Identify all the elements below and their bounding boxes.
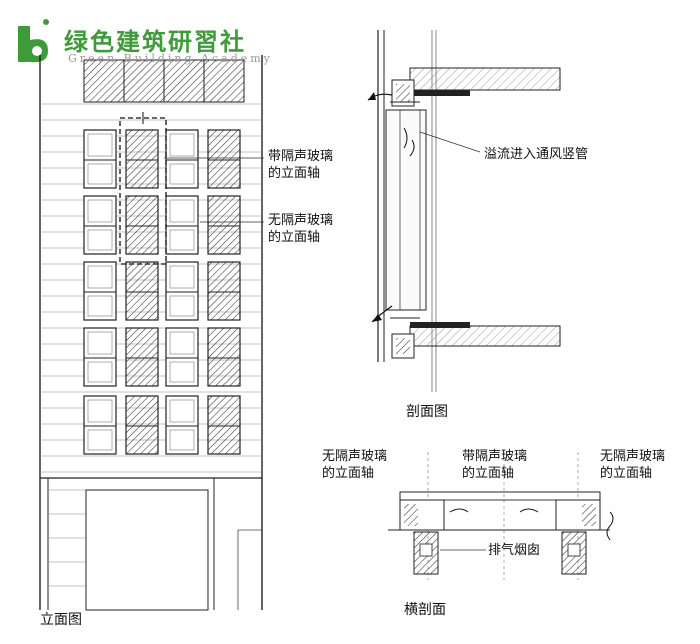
window-pane — [169, 163, 195, 185]
window-frame — [165, 261, 199, 321]
window — [207, 395, 241, 455]
window-frame — [207, 261, 241, 321]
window — [125, 327, 159, 387]
window — [83, 129, 117, 189]
window — [125, 195, 159, 255]
window-frame — [207, 195, 241, 255]
window-pane — [169, 399, 195, 423]
window-pane — [87, 133, 113, 157]
window — [207, 261, 241, 321]
window-pane — [169, 229, 195, 251]
window-frame — [125, 195, 159, 255]
window — [165, 129, 199, 189]
window-pane — [87, 199, 113, 223]
window-pane — [169, 429, 195, 451]
window-pane — [169, 199, 195, 223]
window-pane — [169, 133, 195, 157]
window-pane — [87, 331, 113, 355]
plan-drawing — [388, 452, 614, 580]
overflow-label: 溢流进入通风竖管 — [484, 147, 589, 162]
elevation-drawing — [39, 55, 264, 611]
window-pane — [169, 295, 195, 317]
window-pane — [87, 399, 113, 423]
window — [207, 195, 241, 255]
window-frame — [125, 261, 159, 321]
window — [207, 327, 241, 387]
window-frame — [125, 129, 159, 189]
window — [83, 195, 117, 255]
plan-label-right: 无隔声玻璃 的立面轴 — [600, 449, 666, 481]
section-caption: 剖面图 — [406, 404, 448, 420]
window — [125, 129, 159, 189]
window-frame — [125, 327, 159, 387]
window — [125, 395, 159, 455]
window-frame — [83, 129, 117, 189]
section-drawing — [367, 30, 561, 392]
window-frame — [125, 395, 159, 455]
window-frame — [207, 327, 241, 387]
window-frame — [165, 395, 199, 455]
window-pane — [169, 331, 195, 355]
window — [207, 129, 241, 189]
window — [83, 261, 117, 321]
window-pane — [87, 361, 113, 383]
label-without-glass: 无隔声玻璃 的立面轴 — [268, 213, 334, 245]
window-pane — [87, 163, 113, 185]
label-with-glass: 带隔声玻璃 的立面轴 — [268, 149, 334, 181]
plan-label-center: 带隔声玻璃 的立面轴 — [462, 449, 528, 481]
window-pane — [87, 229, 113, 251]
window-pane — [87, 429, 113, 451]
window-pane — [87, 295, 113, 317]
window-frame — [207, 129, 241, 189]
window — [83, 395, 117, 455]
window-frame — [83, 395, 117, 455]
window-frame — [83, 261, 117, 321]
logo-subtitle: Green Building Academy — [68, 52, 273, 65]
window — [125, 261, 159, 321]
window — [165, 395, 199, 455]
window-frame — [83, 195, 117, 255]
window-frame — [165, 327, 199, 387]
window-frame — [207, 395, 241, 455]
window — [165, 261, 199, 321]
window-frame — [83, 327, 117, 387]
plan-label-left: 无隔声玻璃 的立面轴 — [322, 449, 388, 481]
logo-mark-icon — [18, 19, 49, 63]
window — [83, 327, 117, 387]
window — [165, 327, 199, 387]
chimney-label: 排气烟囱 — [488, 543, 541, 558]
plan-caption: 横剖面 — [404, 602, 446, 618]
logo-name: 绿色建筑研習社 — [64, 27, 246, 56]
window-frame — [165, 195, 199, 255]
window-pane — [169, 361, 195, 383]
window — [165, 195, 199, 255]
elevation-caption: 立面图 — [40, 612, 82, 628]
logo — [18, 19, 49, 63]
window-pane — [87, 265, 113, 289]
elevation-windows — [83, 129, 241, 455]
window-frame — [165, 129, 199, 189]
window-pane — [169, 265, 195, 289]
